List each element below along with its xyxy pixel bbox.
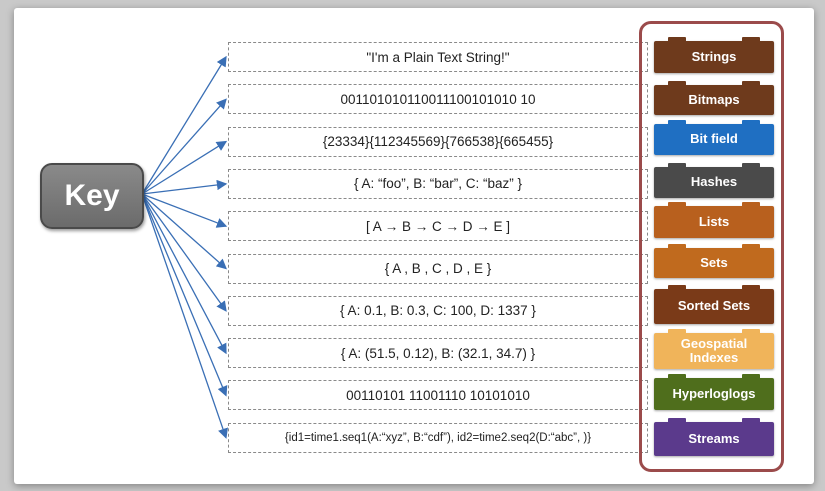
type-block-lists: Lists	[654, 202, 774, 238]
key-arrow	[141, 98, 227, 195]
type-label: Lists	[698, 213, 730, 229]
type-label: Hyperloglogs	[672, 385, 756, 401]
type-label: Streams	[688, 430, 740, 446]
key-arrow	[141, 193, 228, 397]
type-label: Bitmaps	[688, 91, 740, 107]
key-arrow	[141, 140, 228, 195]
type-block-bit-field: Bit field	[654, 120, 774, 155]
type-label: Strings	[691, 48, 737, 64]
value-row: [ A → B → C → D → E ]	[228, 211, 648, 242]
type-label: Hashes	[690, 174, 738, 190]
value-row: "I'm a Plain Text String!"	[228, 42, 648, 72]
value-row: { A: 0.1, B: 0.3, C: 100, D: 1337 }	[228, 295, 648, 326]
value-row: {id1=time1.seq1(A:“xyz”, B:“cdf”), id2=t…	[228, 422, 648, 453]
type-block-sets: Sets	[654, 244, 774, 278]
key-arrow	[141, 193, 228, 228]
data-types-frame	[639, 21, 784, 472]
type-label: Sets	[700, 254, 728, 270]
key-box: Key	[40, 163, 144, 229]
value-row: {23334}{112345569}{766538}{665455}	[228, 126, 648, 157]
value-row: { A: “foo”, B: “bar”, C: “baz” }	[228, 168, 648, 199]
type-block-hyperloglogs: Hyperloglogs	[654, 374, 774, 410]
type-block-geospatial-indexes: Geospatial Indexes	[654, 329, 774, 369]
value-row: { A: (51.5, 0.12), B: (32.1, 34.7) }	[228, 338, 648, 369]
type-label: Geospatial Indexes	[680, 335, 748, 365]
key-arrow	[141, 55, 227, 195]
key-arrow	[141, 193, 227, 355]
type-block-sorted-sets: Sorted Sets	[654, 285, 774, 324]
key-arrows	[141, 55, 228, 439]
value-row: 001101010110011100101010 10	[228, 84, 648, 115]
type-block-strings: Strings	[654, 37, 774, 73]
key-label: Key	[64, 179, 120, 212]
value-row: { A , B , C , D , E }	[228, 253, 648, 284]
diagram-slide: Key "I'm a Plain Text String!" 0011010101…	[14, 8, 814, 484]
key-arrow	[141, 193, 228, 439]
value-row: 00110101 11001110 10101010	[228, 380, 648, 411]
type-block-bitmaps: Bitmaps	[654, 81, 774, 115]
type-block-streams: Streams	[654, 418, 774, 456]
key-arrow	[141, 193, 227, 270]
key-arrow	[141, 193, 227, 312]
key-arrow	[141, 179, 228, 195]
type-label: Sorted Sets	[677, 298, 751, 314]
type-block-hashes: Hashes	[654, 163, 774, 198]
type-label: Bit field	[690, 131, 738, 147]
